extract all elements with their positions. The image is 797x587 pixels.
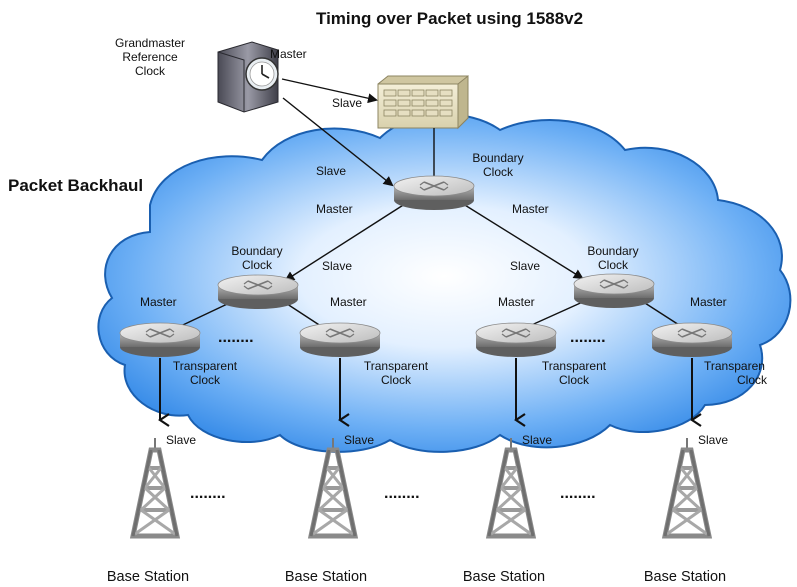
core-boundary-label-line1: Boundary [472,151,523,165]
base-station-tower-1-icon [133,438,177,536]
left-boundary-clock-router-icon [217,274,299,310]
transparent-clock-router-3-icon [475,322,557,358]
left-boundary-label-line2: Clock [242,258,273,272]
tc1-label-line1: Transparent [173,359,238,373]
core-boundary-label-line2: Clock [483,165,514,179]
core-master-left-label: Master [316,202,353,216]
right-boundary-label-line1: Boundary [587,244,638,258]
right-boundary-slave-label: Slave [510,259,540,273]
tc2-label-line2: Clock [381,373,412,387]
tc4-label-line2: Clock [737,373,768,387]
diagram-title: Timing over Packet using 1588v2 [316,9,583,28]
grandmaster-label-line2: Reference [122,50,178,64]
transparent-dots-right: ........ [570,329,606,346]
base-station-label-3: Base Station [463,569,545,585]
tc3-label-line1: Transparent [542,359,607,373]
transparent-dots-left: ........ [218,329,254,346]
base-station-label-1: Base Station [107,569,189,585]
right-master-label-2: Master [690,295,727,309]
tc4-label-line1: Transparen [704,359,765,373]
core-slave-label: Slave [316,164,346,178]
slave-rack-icon [377,74,469,130]
left-boundary-label-line1: Boundary [231,244,282,258]
grandmaster-master-label: Master [270,47,307,61]
transparent-clock-router-1-icon [119,322,201,358]
rack-slave-label: Slave [332,96,362,110]
left-master-label-1: Master [140,295,177,309]
base-station-label-4: Base Station [644,569,726,585]
base-station-tower-3-icon [489,438,533,536]
tower-3-slave-label: Slave [522,433,552,447]
link-grandmaster-core [282,97,394,187]
left-boundary-slave-label: Slave [322,259,352,273]
link-core-left-boundary [284,201,409,282]
right-boundary-clock-router-icon [573,273,655,309]
grandmaster-label-line1: Grandmaster [115,36,185,50]
right-master-label-1: Master [498,295,535,309]
grandmaster-server-icon [217,41,279,113]
link-core-right-boundary [459,201,584,280]
transparent-clock-router-4-icon [651,322,733,358]
tower-1-slave-label: Slave [166,433,196,447]
tc3-label-line2: Clock [559,373,590,387]
base-station-label-2: Base Station [285,569,367,585]
network-label: Packet Backhaul [8,176,143,195]
tc1-label-line2: Clock [190,373,221,387]
tower-2-slave-label: Slave [344,433,374,447]
grandmaster-label-line3: Clock [135,64,166,78]
right-boundary-label-line2: Clock [598,258,629,272]
core-boundary-clock-router-icon [393,175,475,211]
downlink-arrows [158,358,702,427]
tc2-label-line1: Transparent [364,359,429,373]
packet-backhaul-cloud [97,113,792,453]
link-grandmaster-rack [281,78,378,104]
tower-dots-2: ........ [384,485,420,502]
transparent-clock-router-2-icon [299,322,381,358]
left-master-label-2: Master [330,295,367,309]
tower-dots-1: ........ [190,485,226,502]
base-station-tower-4-icon [665,438,709,536]
tower-dots-3: ........ [560,485,596,502]
core-master-right-label: Master [512,202,549,216]
tower-4-slave-label: Slave [698,433,728,447]
